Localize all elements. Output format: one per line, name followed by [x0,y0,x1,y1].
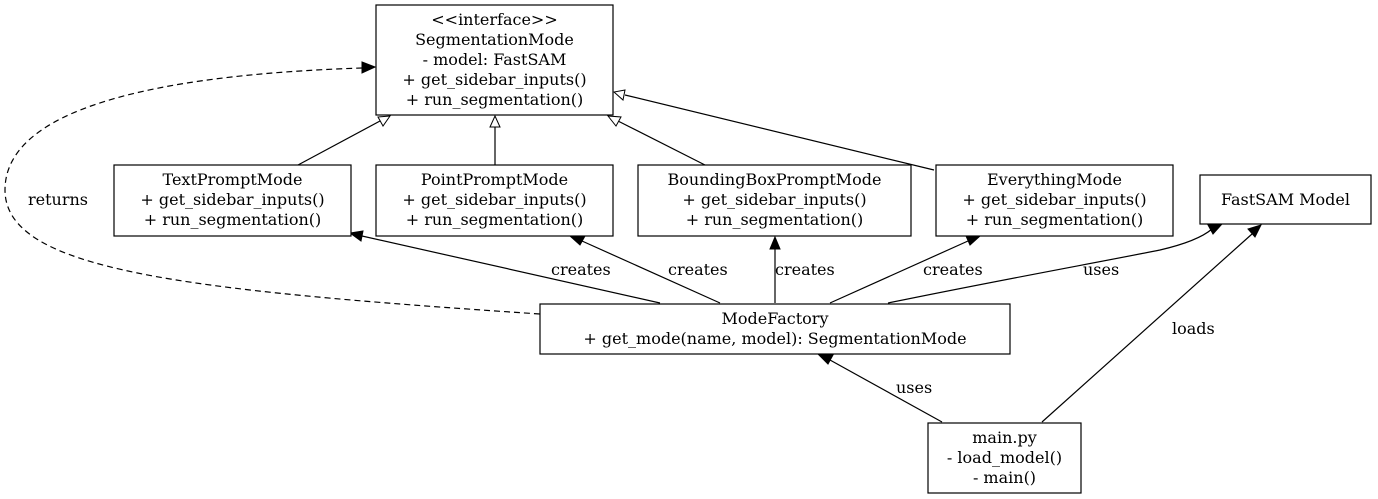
edge-label-main-uses: uses [896,378,932,397]
edge-everything-inherits-segmentation-mode [612,89,935,171]
point-prompt-mode-method-2: + run_segmentation() [406,210,584,229]
edge-label-main-loads: loads [1172,319,1215,338]
node-segmentation-mode: <<interface>> SegmentationMode - model: … [375,4,614,116]
node-mode-factory: ModeFactory + get_mode(name, model): Seg… [539,303,1011,355]
edge-point-prompt-inherits-segmentation-mode [489,114,501,165]
edge-mode-factory-returns-segmentation-mode [4,61,541,315]
edge-label-factory-uses: uses [1083,260,1119,279]
node-main-py: main.py - load_model() - main() [927,422,1082,494]
bounding-box-prompt-mode-method-1: + get_sidebar_inputs() [682,190,866,209]
text-prompt-mode-method-1: + get_sidebar_inputs() [140,190,324,209]
edge-factory-creates-point-prompt [568,235,721,304]
segmentation-mode-name: SegmentationMode [415,30,574,49]
edge-label-returns: returns [28,190,88,209]
edge-label-creates-bbox: creates [775,260,835,279]
edge-factory-creates-text-prompt [348,230,661,304]
segmentation-mode-method-1: + get_sidebar_inputs() [402,70,586,89]
node-fastsam-model: FastSAM Model [1199,174,1372,225]
mode-factory-name: ModeFactory [722,309,829,328]
edge-bbox-prompt-inherits-segmentation-mode [606,115,706,166]
main-py-function-1: - load_model() [947,448,1062,467]
bounding-box-prompt-mode-method-2: + run_segmentation() [686,210,864,229]
edge-label-creates-point: creates [668,260,728,279]
bounding-box-prompt-mode-name: BoundingBoxPromptMode [668,170,882,189]
segmentation-mode-method-2: + run_segmentation() [406,90,584,109]
everything-mode-method-2: + run_segmentation() [966,210,1144,229]
mode-factory-method: + get_mode(name, model): SegmentationMod… [583,329,966,348]
fastsam-model-name: FastSAM Model [1221,190,1350,209]
node-bounding-box-prompt-mode: BoundingBoxPromptMode + get_sidebar_inpu… [637,164,912,237]
node-everything-mode: EverythingMode + get_sidebar_inputs() + … [935,164,1174,237]
node-point-prompt-mode: PointPromptMode + get_sidebar_inputs() +… [375,164,614,237]
main-py-name: main.py [972,428,1037,447]
text-prompt-mode-name: TextPromptMode [163,170,303,189]
point-prompt-mode-name: PointPromptMode [421,170,568,189]
edge-main-loads-fastsam [1041,224,1262,423]
everything-mode-method-1: + get_sidebar_inputs() [962,190,1146,209]
segmentation-mode-stereotype: <<interface>> [431,10,557,29]
edge-label-creates-everything: creates [923,260,983,279]
everything-mode-name: EverythingMode [987,170,1122,189]
edge-factory-creates-bbox-prompt [769,235,781,303]
text-prompt-mode-method-2: + run_segmentation() [144,210,322,229]
edge-label-creates-text: creates [551,260,611,279]
edge-text-prompt-inherits-segmentation-mode [297,115,392,166]
segmentation-mode-attribute: - model: FastSAM [423,50,567,69]
node-text-prompt-mode: TextPromptMode + get_sidebar_inputs() + … [113,164,352,237]
point-prompt-mode-method-1: + get_sidebar_inputs() [402,190,586,209]
main-py-function-2: - main() [973,468,1036,487]
